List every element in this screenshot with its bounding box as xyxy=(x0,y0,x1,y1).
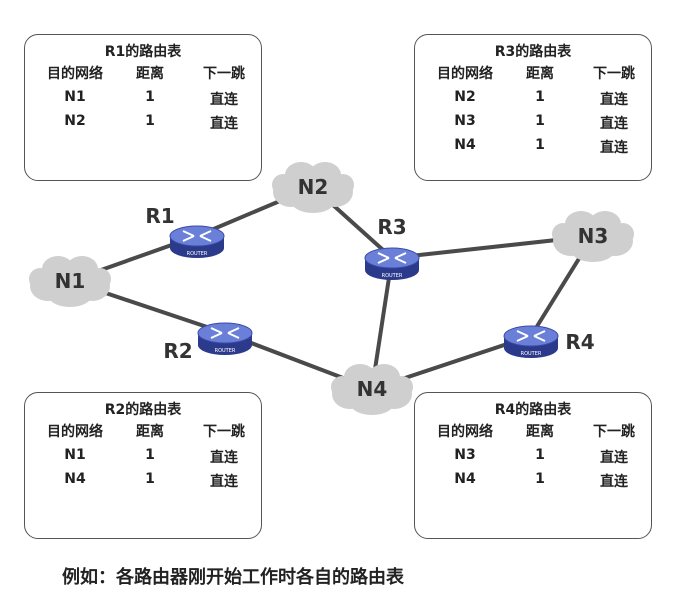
router-icon-text: ROUTER xyxy=(521,351,542,357)
cell-hop: 直连 xyxy=(600,92,628,108)
header-hop: 下一跳 xyxy=(593,66,635,82)
cell-net: N2 xyxy=(454,89,476,105)
routing-table-r2: R2的路由表 目的网络 距离 下一跳 N1 1 直连 N4 1 直连 xyxy=(24,392,262,539)
table-title: R4的路由表 xyxy=(494,402,572,418)
network-label: N2 xyxy=(298,175,329,199)
cell-net: N2 xyxy=(64,113,86,129)
table-row: N2 1 直连 xyxy=(415,89,651,109)
router-label: R1 xyxy=(145,204,174,228)
cell-dist: 1 xyxy=(145,89,155,105)
router-top xyxy=(169,225,225,247)
router-r2: ROUTER R2 xyxy=(163,322,253,363)
header-net: 目的网络 xyxy=(47,424,103,440)
table-row: N4 1 直连 xyxy=(415,471,651,491)
network-cloud-n4: N4 xyxy=(331,364,413,415)
header-dist: 距离 xyxy=(136,424,164,440)
header-hop: 下一跳 xyxy=(203,66,245,82)
network-label: N4 xyxy=(357,377,388,401)
table-title: R2的路由表 xyxy=(104,402,182,418)
header-dist: 距离 xyxy=(136,66,164,82)
network-label: N1 xyxy=(55,269,86,293)
cell-dist: 1 xyxy=(535,471,545,487)
router-icon-text: ROUTER xyxy=(187,251,208,257)
router-top xyxy=(503,325,559,347)
router-label: R3 xyxy=(377,215,406,239)
network-cloud-n1: N1 xyxy=(29,256,111,307)
table-row: N3 1 直连 xyxy=(415,113,651,133)
router-arrows-icon xyxy=(210,327,240,339)
cell-dist: 1 xyxy=(145,471,155,487)
router-r4: ROUTER R4 xyxy=(503,325,595,358)
router-arrows-icon xyxy=(182,230,212,242)
table-row: N4 1 直连 xyxy=(25,471,261,491)
cell-hop: 直连 xyxy=(600,116,628,132)
table-row: N3 1 直连 xyxy=(415,447,651,467)
table-row: N2 1 直连 xyxy=(25,113,261,133)
header-hop: 下一跳 xyxy=(203,424,245,440)
routing-table-r3: R3的路由表 目的网络 距离 下一跳 N2 1 直连 N3 1 直连 N4 1 … xyxy=(414,34,652,181)
router-top xyxy=(364,247,420,269)
table-header-row: 目的网络 距离 下一跳 xyxy=(25,63,261,83)
cell-net: N4 xyxy=(64,471,86,487)
router-r1: ROUTER R1 xyxy=(145,204,225,258)
cell-net: N4 xyxy=(454,137,476,153)
cell-dist: 1 xyxy=(535,137,545,153)
routing-table-r4: R4的路由表 目的网络 距离 下一跳 N3 1 直连 N4 1 直连 xyxy=(414,392,652,539)
router-label: R2 xyxy=(163,339,192,363)
router-arrows-icon xyxy=(516,330,546,342)
network-cloud-n3: N3 xyxy=(552,211,634,262)
cell-dist: 1 xyxy=(535,447,545,463)
header-net: 目的网络 xyxy=(437,424,493,440)
network-cloud-n2: N2 xyxy=(272,162,354,213)
cell-hop: 直连 xyxy=(210,92,238,108)
header-net: 目的网络 xyxy=(47,66,103,82)
header-dist: 距离 xyxy=(526,66,554,82)
cell-net: N4 xyxy=(454,471,476,487)
cell-net: N3 xyxy=(454,113,476,129)
table-row: N1 1 直连 xyxy=(25,447,261,467)
header-dist: 距离 xyxy=(526,424,554,440)
router-icon-text: ROUTER xyxy=(215,348,236,354)
router-top xyxy=(197,322,253,344)
router-arrows-icon xyxy=(377,252,407,264)
header-net: 目的网络 xyxy=(437,66,493,82)
cell-hop: 直连 xyxy=(600,474,628,490)
cell-net: N1 xyxy=(64,89,86,105)
router-label: R4 xyxy=(565,330,594,354)
router-icon-text: ROUTER xyxy=(382,273,403,279)
cell-net: N1 xyxy=(64,447,86,463)
table-header-row: 目的网络 距离 下一跳 xyxy=(415,63,651,83)
header-hop: 下一跳 xyxy=(593,424,635,440)
table-header-row: 目的网络 距离 下一跳 xyxy=(25,421,261,441)
table-title: R3的路由表 xyxy=(494,44,572,60)
caption: 例如：各路由器刚开始工作时各自的路由表 xyxy=(62,567,404,588)
routing-table-r1: R1的路由表 目的网络 距离 下一跳 N1 1 直连 N2 1 直连 xyxy=(24,34,262,181)
table-row: N1 1 直连 xyxy=(25,89,261,109)
network-label: N3 xyxy=(578,224,609,248)
cell-dist: 1 xyxy=(145,113,155,129)
table-row: N4 1 直连 xyxy=(415,137,651,157)
cell-hop: 直连 xyxy=(210,116,238,132)
cell-hop: 直连 xyxy=(210,450,238,466)
cell-net: N3 xyxy=(454,447,476,463)
router-r3: ROUTER R3 xyxy=(364,215,420,280)
table-header-row: 目的网络 距离 下一跳 xyxy=(415,421,651,441)
cell-hop: 直连 xyxy=(600,450,628,466)
cell-dist: 1 xyxy=(535,113,545,129)
cell-dist: 1 xyxy=(145,447,155,463)
cell-hop: 直连 xyxy=(210,474,238,490)
cell-dist: 1 xyxy=(535,89,545,105)
table-title: R1的路由表 xyxy=(104,44,182,60)
cell-hop: 直连 xyxy=(600,140,628,156)
